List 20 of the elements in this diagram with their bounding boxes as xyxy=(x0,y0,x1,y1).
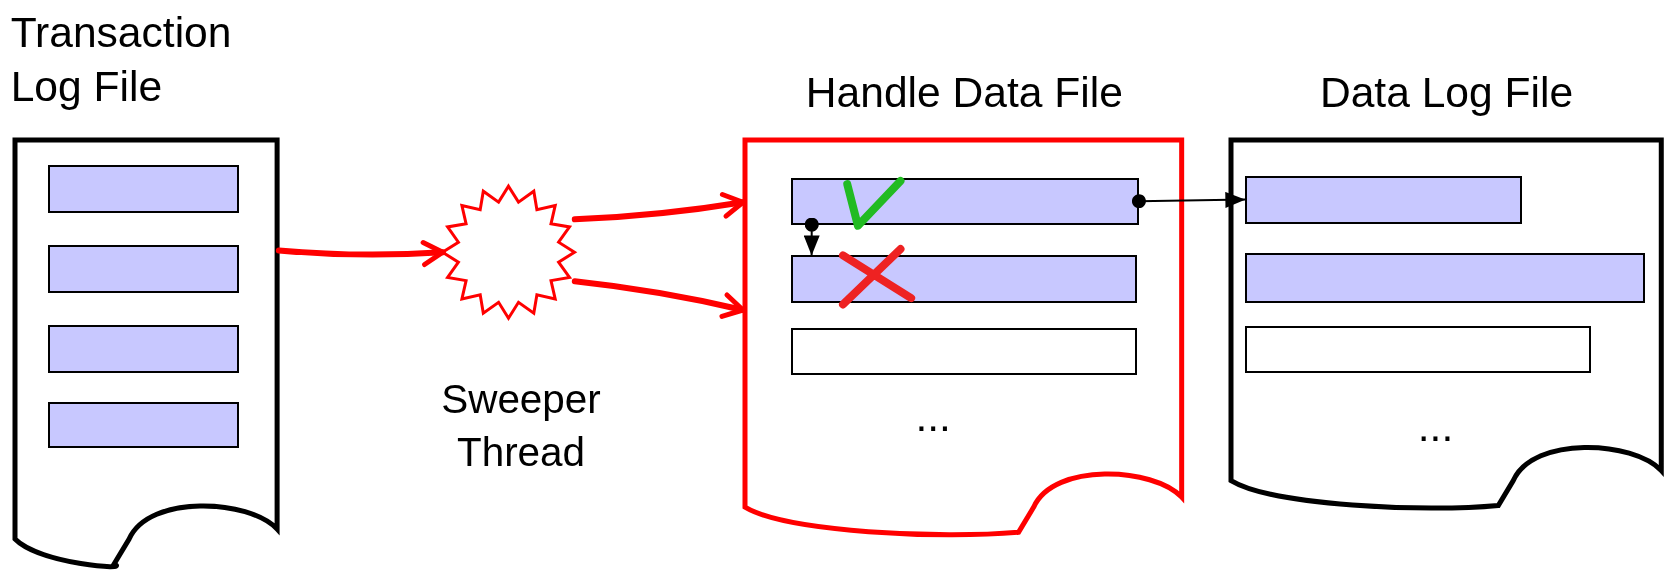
record-bar xyxy=(47,324,240,373)
ellipsis-text: ... xyxy=(915,391,951,441)
arrow xyxy=(803,217,820,257)
record-bar xyxy=(47,402,240,449)
file-title: Data Log File xyxy=(1318,67,1575,118)
ellipsis-text: ... xyxy=(1417,402,1454,452)
record-bar xyxy=(1245,253,1645,304)
caption-text: Sweeper Thread xyxy=(440,374,602,477)
record-bar xyxy=(47,244,240,293)
record-bar xyxy=(790,255,1137,304)
arrow xyxy=(571,191,746,223)
record-bar xyxy=(1245,325,1592,373)
record-bar xyxy=(47,164,240,213)
record-bar xyxy=(790,327,1137,375)
arrow xyxy=(275,239,446,267)
file-title: Transaction Log File xyxy=(10,7,233,112)
arrow xyxy=(571,278,746,319)
arrow xyxy=(1131,191,1247,209)
file-title: Handle Data File xyxy=(804,67,1124,118)
record-bar xyxy=(1245,175,1523,224)
